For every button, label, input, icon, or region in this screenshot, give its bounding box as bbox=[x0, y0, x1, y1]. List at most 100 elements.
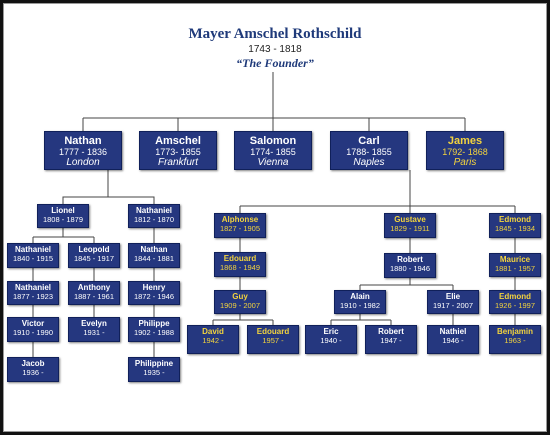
node-name: Leopold bbox=[78, 245, 110, 254]
node-gustave: Gustave 1829 - 1911 bbox=[384, 213, 436, 238]
node-name: Edmond bbox=[499, 292, 531, 301]
node-anthony: Anthony 1887 - 1961 bbox=[68, 281, 120, 305]
node-dates: 1774- 1855 bbox=[250, 147, 296, 158]
node-name: Elie bbox=[445, 292, 461, 301]
node-name: Maurice bbox=[499, 255, 531, 264]
root-dates: 1743 - 1818 bbox=[248, 44, 302, 55]
node-dates: 1917 - 2007 bbox=[432, 300, 474, 310]
node-name: Robert bbox=[378, 327, 404, 336]
node-name: Jacob bbox=[21, 359, 45, 368]
node-david: David 1942 - bbox=[187, 325, 239, 354]
node-guy: Guy 1909 - 2007 bbox=[214, 290, 266, 314]
node-name: Nathiel bbox=[439, 327, 467, 336]
node-dates: 1963 - bbox=[504, 335, 526, 345]
node-name: Nathaniel bbox=[135, 206, 172, 215]
node-henry: Henry 1872 - 1946 bbox=[128, 281, 180, 305]
node-nathan-1844: Nathan 1844 - 1881 bbox=[128, 243, 180, 268]
node-name: Victor bbox=[21, 319, 45, 328]
node-dates: 1773- 1855 bbox=[155, 147, 201, 158]
node-dates: 1931 - bbox=[83, 327, 105, 337]
node-place: Naples bbox=[353, 157, 385, 169]
node-dates: 1868 - 1949 bbox=[219, 262, 261, 272]
node-dates: 1910 - 1990 bbox=[12, 327, 54, 337]
node-maurice: Maurice 1881 - 1957 bbox=[489, 253, 541, 277]
node-eric: Eric 1940 - bbox=[305, 325, 357, 354]
node-dates: 1935 - bbox=[143, 367, 165, 377]
node-dates: 1887 - 1961 bbox=[73, 291, 115, 301]
node-nathaniel-1877: Nathaniel 1877 - 1923 bbox=[7, 281, 59, 305]
node-robert-1947: Robert 1947 - bbox=[365, 325, 417, 354]
node-name: Philippine bbox=[134, 359, 174, 368]
node-alain: Alain 1910 - 1982 bbox=[334, 290, 386, 314]
node-dates: 1777 - 1836 bbox=[58, 147, 108, 158]
node-dates: 1872 - 1946 bbox=[133, 291, 175, 301]
node-name: Carl bbox=[358, 135, 380, 147]
node-alphonse: Alphonse 1827 - 1905 bbox=[214, 213, 266, 238]
node-lionel: Lionel 1808 - 1879 bbox=[37, 204, 89, 228]
node-edouard-1957: Edouard 1957 - bbox=[247, 325, 299, 354]
node-name: Philippe bbox=[138, 319, 170, 328]
node-name: Henry bbox=[142, 283, 166, 292]
node-name: Guy bbox=[232, 292, 248, 301]
node-name: Amschel bbox=[155, 135, 201, 147]
node-edmond-1926: Edmond 1926 - 1997 bbox=[489, 290, 541, 314]
root-epithet: “The Founder” bbox=[236, 56, 314, 70]
node-edmond-1845: Edmond 1845 - 1934 bbox=[489, 213, 541, 238]
node-dates: 1840 - 1915 bbox=[12, 253, 54, 263]
node-benjamin: Benjamin 1963 - bbox=[489, 325, 541, 354]
node-name: Edmond bbox=[499, 215, 531, 224]
node-name: Salomon bbox=[249, 135, 297, 147]
node-name: Gustave bbox=[394, 215, 426, 224]
node-name: Edouard bbox=[223, 254, 257, 263]
node-dates: 1947 - bbox=[380, 335, 402, 345]
node-dates: 1788- 1855 bbox=[346, 147, 392, 158]
node-dates: 1909 - 2007 bbox=[219, 300, 261, 310]
node-dates: 1940 - bbox=[320, 335, 342, 345]
node-dates: 1902 - 1988 bbox=[133, 327, 175, 337]
node-dates: 1829 - 1911 bbox=[390, 223, 430, 233]
node-dates: 1877 - 1923 bbox=[12, 291, 54, 301]
root-name: Mayer Amschel Rothschild bbox=[188, 26, 362, 42]
node-name: Robert bbox=[397, 255, 423, 264]
node-name: David bbox=[202, 327, 224, 336]
node-evelyn: Evelyn 1931 - bbox=[68, 317, 120, 342]
node-son-salomon: Salomon 1774- 1855 Vienna bbox=[234, 131, 312, 170]
node-name: Eric bbox=[323, 327, 339, 336]
node-place: Frankfurt bbox=[157, 157, 198, 169]
node-son-james: James 1792- 1868 Paris bbox=[426, 131, 504, 170]
node-jacob: Jacob 1936 - bbox=[7, 357, 59, 382]
node-name: Nathan bbox=[64, 135, 102, 147]
node-dates: 1881 - 1957 bbox=[494, 263, 536, 273]
node-place: Paris bbox=[453, 157, 477, 169]
node-dates: 1845 - 1934 bbox=[494, 223, 536, 233]
node-victor: Victor 1910 - 1990 bbox=[7, 317, 59, 342]
node-dates: 1880 - 1946 bbox=[389, 263, 431, 273]
node-name: Nathaniel bbox=[14, 283, 51, 292]
node-dates: 1812 - 1870 bbox=[133, 214, 175, 224]
node-name: Alain bbox=[350, 292, 370, 301]
node-dates: 1936 - bbox=[22, 367, 44, 377]
node-dates: 1942 - bbox=[202, 335, 224, 345]
node-name: Edouard bbox=[256, 327, 290, 336]
node-nathaniel-1840: Nathaniel 1840 - 1915 bbox=[7, 243, 59, 268]
node-name: Lionel bbox=[51, 206, 75, 215]
node-nathiel: Nathiel 1946 - bbox=[427, 325, 479, 354]
node-dates: 1957 - bbox=[262, 335, 284, 345]
node-philippe: Philippe 1902 - 1988 bbox=[128, 317, 180, 342]
node-philippine: Philippine 1935 - bbox=[128, 357, 180, 382]
node-name: Evelyn bbox=[81, 319, 107, 328]
node-place: London bbox=[66, 157, 100, 169]
node-leopold: Leopold 1845 - 1917 bbox=[68, 243, 120, 268]
node-name: Nathaniel bbox=[14, 245, 51, 254]
node-dates: 1926 - 1997 bbox=[494, 300, 536, 310]
node-name: James bbox=[447, 135, 483, 147]
node-dates: 1946 - bbox=[442, 335, 464, 345]
node-dates: 1844 - 1881 bbox=[133, 253, 175, 263]
node-name: Anthony bbox=[77, 283, 111, 292]
node-dates: 1910 - 1982 bbox=[339, 300, 381, 310]
node-son-carl: Carl 1788- 1855 Naples bbox=[330, 131, 408, 170]
node-dates: 1827 - 1905 bbox=[219, 223, 261, 233]
node-son-amschel: Amschel 1773- 1855 Frankfurt bbox=[139, 131, 217, 170]
